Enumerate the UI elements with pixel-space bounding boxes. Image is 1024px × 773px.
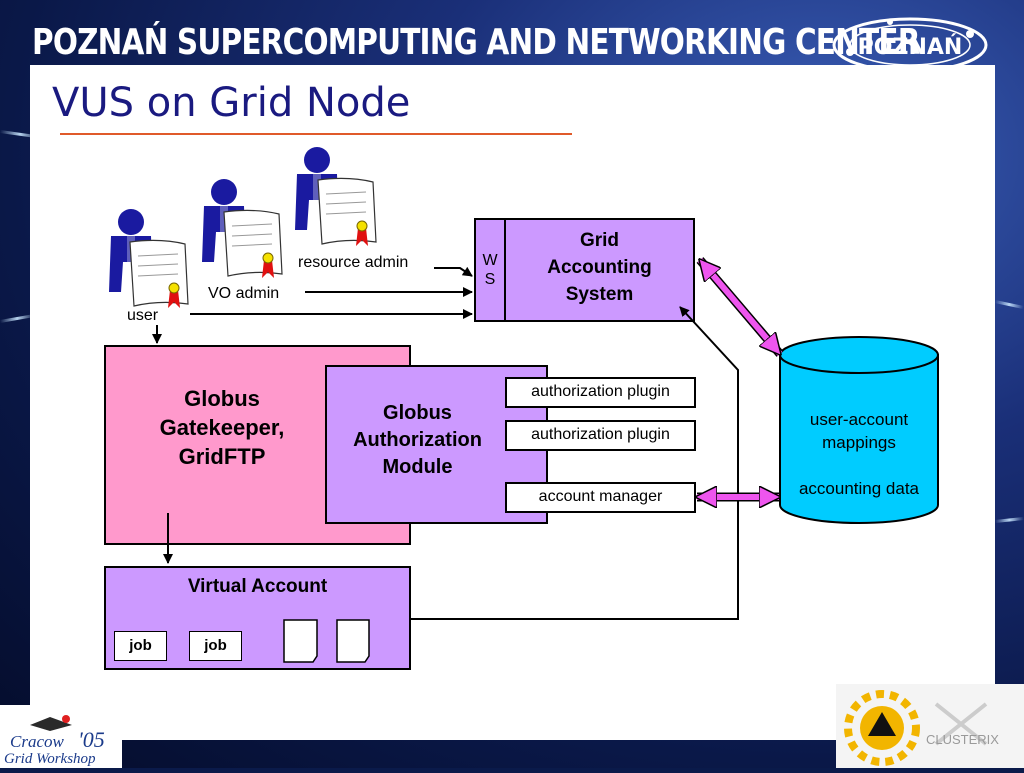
authorization-plugin-2: authorization plugin [505, 420, 696, 451]
resource-admin-arrow [434, 266, 473, 277]
header-title: POZNAŃ SUPERCOMPUTING AND NETWORKING CEN… [32, 22, 920, 63]
cracow-text: Cracow [10, 732, 65, 751]
vo-admin-label: VO admin [208, 285, 280, 302]
user-label: user [127, 307, 159, 324]
job-box-2: job [189, 631, 242, 661]
clusterix-text: CLUSTERIX [926, 732, 999, 747]
grid-accounting-system-box [504, 218, 695, 322]
document-icon [283, 619, 318, 663]
document-icon [336, 619, 370, 663]
virtual-account-title: Virtual Account [187, 576, 328, 597]
cracow-year: '05 [78, 727, 105, 752]
resource-admin-label: resource admin [298, 254, 409, 271]
authorization-plugin-1: authorization plugin [505, 377, 696, 408]
job-box-1: job [114, 631, 167, 661]
title-underline [60, 133, 572, 135]
clusterix-logo: CLUSTERIX [836, 684, 1024, 768]
logo-text: POZNAŃ [858, 34, 963, 60]
cracow-grid-workshop-logo: Cracow '05 Grid Workshop [0, 705, 122, 768]
database-cylinder-icon [779, 336, 939, 524]
slide-title: VUS on Grid Node [52, 80, 411, 126]
grid-workshop-text: Grid Workshop [4, 751, 96, 767]
virtual-account-to-grid-accounting-arrow [411, 306, 739, 620]
